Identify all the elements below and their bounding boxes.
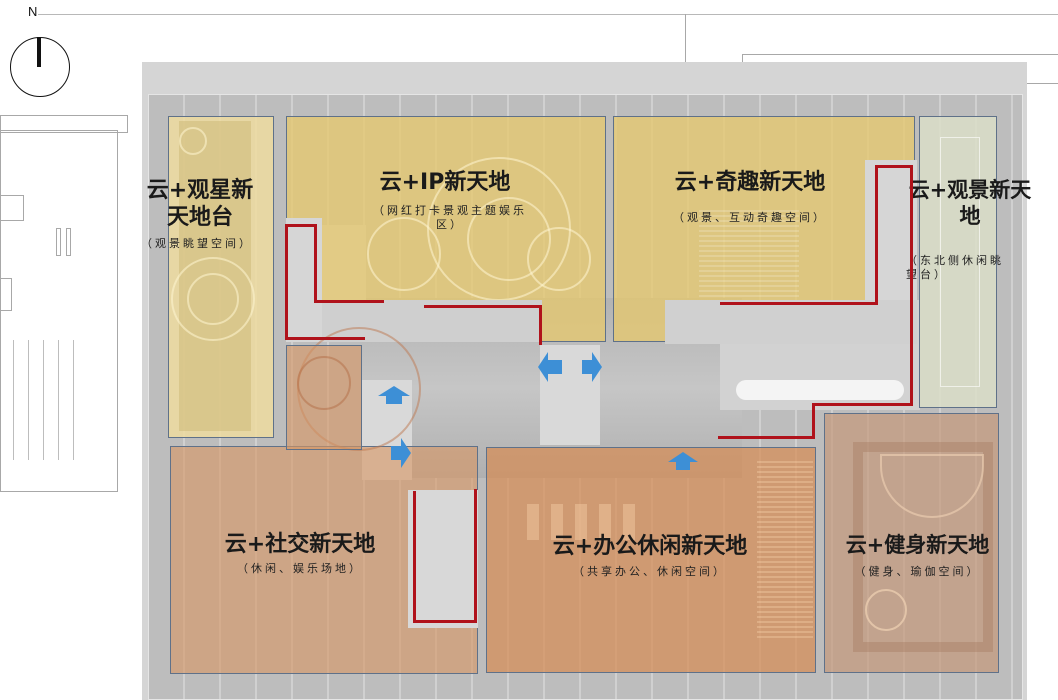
zone-social-upper — [286, 345, 362, 450]
site-boundary-line — [38, 14, 1058, 15]
zone-fun-notch-right — [865, 160, 917, 300]
route-line — [314, 224, 317, 302]
decor-circle — [367, 217, 441, 291]
zone-fitness-title: 云+健身新天地 — [845, 533, 990, 557]
route-line — [718, 436, 815, 439]
route-line — [812, 403, 913, 406]
neighbor-window — [0, 195, 24, 221]
decor-circle — [187, 273, 239, 325]
zone-fun-subtitle: （观景、互动奇趣空间） — [673, 211, 827, 224]
arrow-right-icon — [391, 438, 411, 468]
zone-stargazing-title-line1: 云+观星新 — [146, 178, 254, 203]
neighbor-detail — [66, 228, 71, 256]
zone-pattern-stripes — [757, 458, 813, 638]
neighbor-building — [0, 130, 118, 492]
route-line — [285, 224, 317, 227]
zone-social-cutout — [408, 490, 478, 628]
decor-circle — [527, 227, 591, 291]
arrow-up-icon — [666, 452, 700, 470]
neighbor-building-roof — [0, 115, 128, 133]
decor-circle — [179, 127, 207, 155]
route-line — [875, 165, 878, 305]
zone-pattern — [940, 137, 980, 387]
decor-circle — [865, 589, 907, 631]
route-line — [720, 302, 878, 305]
zone-scenic[interactable] — [919, 116, 997, 408]
zone-scenic-title-line2: 地 — [959, 204, 981, 228]
route-line — [812, 403, 815, 439]
arrow-left-icon — [538, 352, 562, 382]
route-line — [314, 300, 384, 303]
zone-pattern-chevrons — [527, 504, 647, 540]
zone-social-title: 云+社交新天地 — [224, 532, 376, 557]
route-line — [474, 489, 477, 623]
route-line — [413, 620, 477, 623]
zone-stargazing-title-line2: 天地台 — [166, 205, 233, 230]
zone-scenic-subtitle-line1: （东北侧休闲眺 — [906, 254, 1004, 267]
zone-stargazing-subtitle: （观景眺望空间） — [141, 237, 253, 250]
zone-stargazing[interactable] — [168, 116, 274, 438]
zone-scenic-subtitle-line2: 望台） — [906, 268, 948, 281]
zone-scenic-title-line1: 云+观景新天 — [908, 178, 1032, 202]
zone-fun-notch — [665, 300, 917, 344]
arrow-right-icon — [582, 352, 602, 382]
walkway-east-lower — [736, 380, 904, 400]
zone-ip-subtitle-line1: （网红打卡景观主题娱乐 — [373, 204, 527, 217]
zone-pattern-frame — [853, 442, 993, 652]
zone-fitness[interactable] — [824, 413, 999, 673]
neighbor-window — [0, 278, 12, 311]
zone-fun-title: 云+奇趣新天地 — [674, 170, 826, 195]
route-line — [539, 305, 542, 345]
zone-ip-title: 云+IP新天地 — [379, 170, 511, 195]
zone-office-subtitle: （共享办公、休闲空间） — [573, 565, 727, 578]
zone-office[interactable] — [486, 447, 816, 673]
route-line — [285, 337, 365, 340]
zone-social-subtitle: （休闲、娱乐场地） — [237, 562, 363, 575]
zone-fitness-subtitle: （健身、瑜伽空间） — [854, 565, 981, 578]
decor-circle — [171, 257, 255, 341]
compass-north-label: N — [28, 4, 38, 19]
route-line — [910, 165, 913, 405]
decor-circle — [297, 356, 351, 410]
route-line — [413, 491, 416, 623]
zone-ip-subtitle-line2: 区） — [436, 218, 464, 231]
neighbor-parking — [4, 340, 84, 460]
route-line — [875, 165, 913, 168]
route-line — [285, 224, 288, 340]
compass-needle — [37, 37, 41, 67]
zone-pattern — [699, 207, 799, 307]
arrow-up-icon — [376, 386, 412, 404]
neighbor-detail — [56, 228, 61, 256]
route-line — [424, 305, 542, 308]
zone-office-title: 云+办公休闲新天地 — [552, 534, 748, 559]
